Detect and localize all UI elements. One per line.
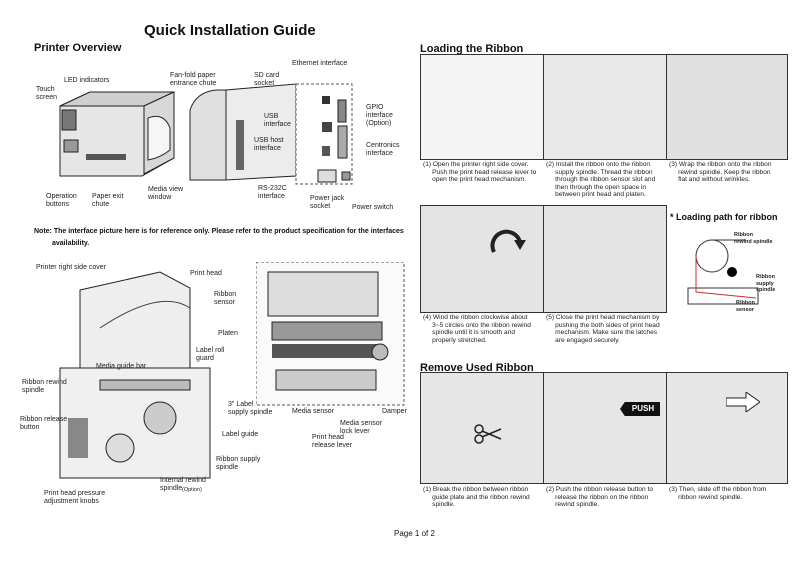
- print-head-label: Print head: [190, 270, 222, 277]
- push-label: PUSH: [631, 404, 655, 413]
- media-sensor-label: Media sensor: [292, 408, 335, 415]
- ethernet-label: Ethernet interface: [292, 60, 348, 67]
- loading-step5-caption: (5) Close the print head mechanism by pu…: [546, 314, 660, 344]
- loading-step1-caption: (1) Open the printer right side cover. P…: [423, 161, 537, 184]
- pressure-knobs-label: Print head pressure adjustment knobs: [44, 490, 106, 505]
- option-label: (Option): [182, 487, 202, 493]
- media-sensor-lock-label: Media sensor lock lever: [340, 420, 383, 435]
- ribbon-release-label: Ribbon release button: [20, 416, 68, 431]
- loading-step4-caption: (4) Wind the ribbon clockwise about 3~5 …: [423, 314, 531, 344]
- remove-step1-panel: [420, 372, 544, 484]
- loading-step1-panel: [420, 54, 544, 160]
- ribbon-sensor-label: Ribbon sensor: [214, 291, 237, 306]
- label-roll-guard-label: Label roll guard: [196, 347, 225, 362]
- loading-ribbon-heading: Loading the Ribbon: [420, 43, 524, 55]
- path-sensor-label: Ribbon sensor: [736, 300, 755, 313]
- loading-path-heading: * Loading path for ribbon: [670, 212, 778, 222]
- scissors-icon: [474, 424, 502, 444]
- path-rewind-label: Ribbon rewind spindle: [734, 232, 773, 245]
- path-supply-label: Ribbon supply spindle: [756, 274, 776, 293]
- loading-step3-panel: [666, 54, 788, 160]
- loading-step5-panel: [543, 205, 667, 313]
- side-cover-label: Printer right side cover: [36, 264, 107, 271]
- page-footer: Page 1 of 2: [394, 529, 435, 538]
- led-indicators-label: LED indicators: [64, 77, 110, 84]
- touch-screen-label: Touch screen: [36, 86, 58, 101]
- remove-step3-caption: (3) Then, slide off the ribbon from ribb…: [669, 486, 767, 501]
- centronics-label: Centronics interface: [366, 142, 400, 157]
- push-arrow-badge: PUSH: [620, 402, 660, 416]
- three-inch-label: 3" Label supply spindle: [228, 401, 273, 416]
- interface-note-cont: availability.: [52, 240, 90, 247]
- operation-buttons-label: Operation buttons: [46, 193, 77, 208]
- paper-exit-label: Paper exit chute: [92, 193, 124, 208]
- usb-label: USB interface: [264, 113, 291, 128]
- fanfold-label: Fan-fold paper entrance chute: [170, 72, 217, 87]
- loading-step3-caption: (3) Wrap the ribbon onto the ribbon rewi…: [669, 161, 772, 184]
- gpio-label: GPIO interface (Option): [366, 104, 393, 127]
- platen-label: Platen: [218, 330, 238, 337]
- power-switch-label: Power switch: [352, 204, 394, 211]
- loading-step2-caption: (2) Install the ribbon onto the ribbon s…: [546, 161, 656, 199]
- label-guide-label: Label guide: [222, 431, 259, 438]
- remove-step1-caption: (1) Break the ribbon between ribbon guid…: [423, 486, 530, 509]
- printer-front-illustration: [59, 91, 175, 177]
- damper-label: Damper: [382, 408, 407, 415]
- ribbon-path-diagram: [687, 239, 759, 305]
- printer-overview-heading: Printer Overview: [34, 42, 122, 54]
- printer-back-illustration: [189, 83, 353, 185]
- sd-card-label: SD card socket: [254, 72, 280, 87]
- print-head-release-label: Print head release lever: [312, 434, 353, 449]
- ribbon-rewind-label: Ribbon rewind spindle: [22, 379, 67, 394]
- ribbon-supply-label: Ribbon supply spindle: [216, 456, 261, 471]
- loading-step4-panel: [420, 205, 544, 313]
- internal-rewind-label: Internal rewind spindle: [160, 477, 206, 492]
- rs232-label: RS-232C interface: [258, 185, 287, 200]
- media-guide-bar-label: Media guide bar: [96, 363, 147, 370]
- remove-step2-panel: [543, 372, 667, 484]
- interface-note: Note: The interface picture here is for …: [34, 228, 404, 235]
- clockwise-arrow-icon: [490, 229, 526, 253]
- loading-step2-panel: [543, 54, 667, 160]
- remove-ribbon-heading: Remove Used Ribbon: [420, 362, 534, 374]
- slide-off-arrow-icon: [726, 392, 760, 412]
- printer-interior-illustration: [59, 271, 211, 479]
- print-head-detail-illustration: [256, 262, 405, 406]
- usb-host-label: USB host interface: [254, 137, 284, 152]
- page-title: Quick Installation Guide: [144, 22, 316, 39]
- remove-step3-panel: [666, 372, 788, 484]
- media-view-label: Media view window: [148, 186, 184, 201]
- power-jack-label: Power jack socket: [310, 195, 345, 210]
- remove-step2-caption: (2) Push the ribbon release button to re…: [546, 486, 654, 509]
